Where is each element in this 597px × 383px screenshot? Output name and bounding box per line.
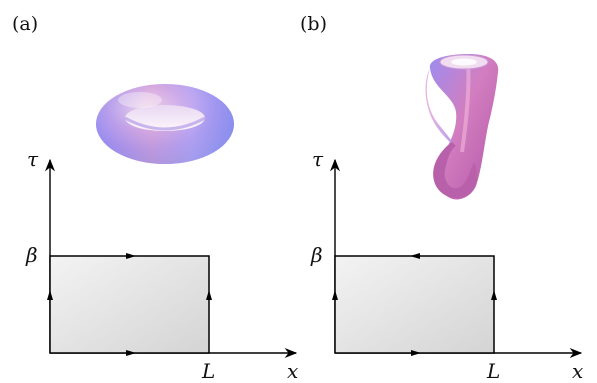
x-axis-label: x bbox=[572, 359, 583, 383]
torus-icon bbox=[96, 84, 234, 164]
tau-axis-label: τ bbox=[312, 147, 324, 171]
right-edge-arrow bbox=[206, 290, 212, 300]
left-edge-arrow bbox=[332, 290, 338, 300]
length-label: L bbox=[201, 359, 215, 383]
right-edge-arrow bbox=[491, 290, 497, 300]
tau-axis-label: τ bbox=[27, 147, 39, 171]
panel-a-tag: (a) bbox=[12, 13, 38, 35]
length-label: L bbox=[486, 359, 500, 383]
top-edge-arrow bbox=[126, 253, 136, 259]
x-axis-label: x bbox=[287, 359, 298, 383]
bottom-edge-arrow bbox=[126, 350, 136, 356]
panel-b: (b) τ x β L bbox=[300, 13, 583, 383]
beta-label: β bbox=[310, 243, 323, 267]
unit-cell-a bbox=[49, 255, 210, 354]
left-edge-arrow bbox=[47, 290, 53, 300]
top-edge-arrow bbox=[410, 253, 420, 259]
beta-label: β bbox=[25, 243, 38, 267]
panel-b-tag: (b) bbox=[300, 13, 327, 35]
klein-bottle-icon bbox=[425, 54, 499, 200]
bottom-edge-arrow bbox=[411, 350, 421, 356]
unit-cell-b bbox=[334, 255, 495, 354]
panel-a: (a) τ x β L bbox=[12, 13, 298, 383]
